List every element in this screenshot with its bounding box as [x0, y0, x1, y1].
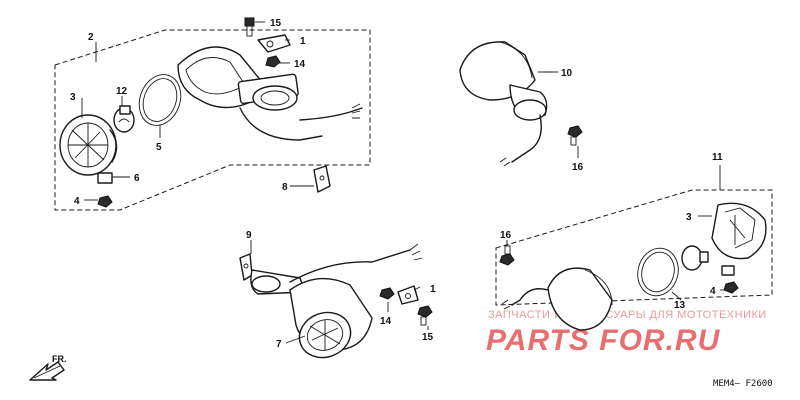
callout-15b: 15	[422, 332, 434, 343]
watermark-large-text: PARTS FOR.RU	[486, 324, 721, 357]
direction-label: FR.	[52, 354, 67, 364]
clamp-part-6	[97, 172, 113, 208]
lens-part	[59, 114, 118, 176]
bolt-part-16b	[499, 245, 515, 266]
callout-4a: 4	[74, 196, 80, 207]
callout-14b: 14	[380, 316, 392, 327]
callout-5: 5	[156, 142, 162, 153]
stay-part-1b	[397, 285, 419, 305]
callout-15a: 15	[270, 18, 282, 29]
callout-3b: 3	[686, 212, 692, 223]
stay-part-1a	[257, 34, 291, 53]
callout-1b: 1	[430, 284, 436, 295]
bolt-part-16a	[567, 125, 583, 146]
callout-1a: 1	[300, 36, 306, 47]
callout-8: 8	[282, 182, 288, 193]
callout-6: 6	[134, 173, 140, 184]
diagram-code: MEM4– F2600	[713, 379, 773, 389]
lens-part-7	[298, 311, 352, 359]
gasket-ring-part	[138, 74, 182, 126]
callout-16b: 16	[500, 230, 512, 241]
callout-12: 12	[116, 86, 128, 97]
callout-3a: 3	[70, 92, 76, 103]
gasket-ring-part-13	[637, 247, 679, 297]
nut-part-14a	[265, 55, 281, 68]
rear-winker-group: 10 16	[459, 41, 584, 173]
bulb-part	[113, 105, 135, 133]
callout-11: 11	[712, 152, 723, 163]
callout-2: 2	[88, 32, 94, 43]
callout-7: 7	[276, 339, 282, 350]
callout-9: 9	[246, 230, 252, 241]
callout-10: 10	[561, 68, 573, 79]
bulb-part-b	[681, 245, 709, 271]
callout-16a: 16	[572, 162, 584, 173]
bolt-part-4b	[723, 281, 739, 294]
clip-part-9	[239, 253, 253, 281]
bolt-part-15a	[244, 17, 255, 37]
rear-left-winker-group: 11 3 16 13 4	[495, 152, 773, 331]
lens-part-3b	[711, 202, 767, 260]
front-left-winker-group: 9 7 1 14 15	[239, 230, 436, 359]
front-right-winker-group: 2 3 12 5 6 4 8 15 1 14	[54, 17, 371, 211]
nut-part-14b	[379, 287, 395, 300]
assembly-frame-2	[54, 29, 371, 211]
front-direction-arrow: FR.	[29, 354, 67, 381]
watermark-small-text: ЗАПЧАСТИ И АКСЕССУАРЫ ДЛЯ МОТОТЕХНИКИ	[488, 309, 767, 321]
bolt-part-15b	[417, 305, 433, 326]
callout-14a: 14	[294, 59, 306, 70]
winker-case-part	[177, 46, 363, 141]
clip-part-8	[313, 165, 331, 193]
callout-4b: 4	[710, 286, 716, 297]
assembly-frame-11	[495, 189, 773, 306]
clamp-part-6b	[721, 265, 735, 276]
callout-13: 13	[674, 300, 686, 311]
watermark: ЗАПЧАСТИ И АКСЕССУАРЫ ДЛЯ МОТОТЕХНИКИ PA…	[486, 309, 767, 357]
